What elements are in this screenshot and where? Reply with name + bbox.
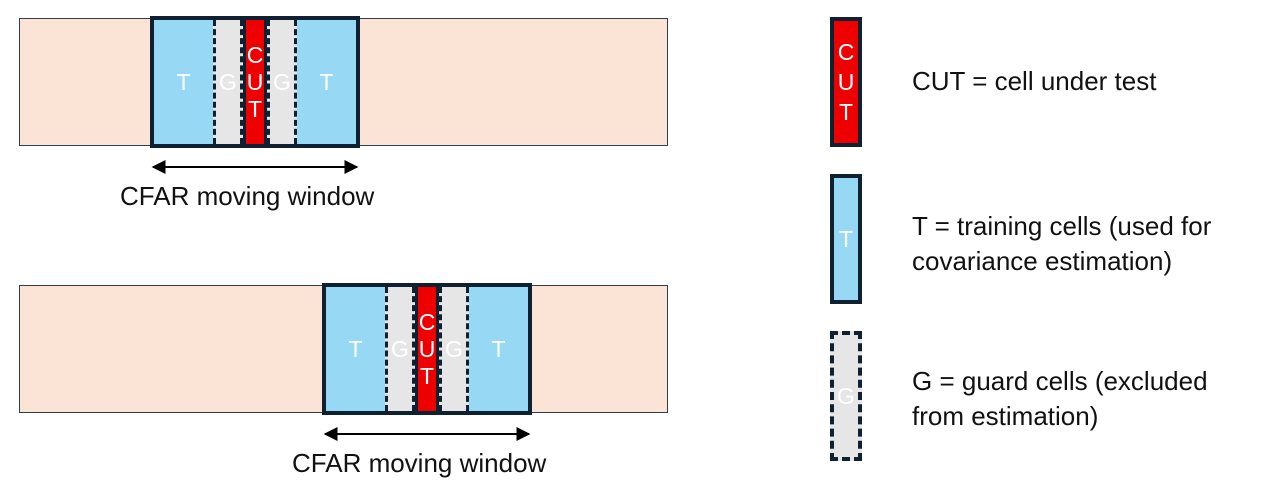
- guard-cell-label: G: [273, 68, 291, 95]
- training-cell-label: T: [176, 68, 191, 95]
- cut-letter-c: C: [418, 308, 436, 335]
- cut-letter-t: T: [419, 362, 435, 389]
- guard-cell-label: G: [391, 335, 409, 362]
- cut-letter-c: C: [246, 41, 264, 68]
- window-caption-bottom: CFAR moving window: [292, 448, 547, 478]
- legend-training-swatch: T: [830, 174, 862, 304]
- legend-cut-letter-t: T: [838, 99, 854, 125]
- legend-cut-swatch: C U T: [830, 17, 862, 147]
- guard-cell-right: G: [439, 287, 469, 411]
- legend-cut-line1: CUT = cell under test: [912, 66, 1157, 96]
- guard-cell-right: G: [267, 20, 297, 144]
- cut-letter-u: U: [418, 335, 436, 362]
- legend-training-description: T = training cells (used for covariance …: [912, 209, 1211, 279]
- legend-guard-line1: G = guard cells (excluded: [912, 366, 1208, 396]
- legend-cut-letter-c: C: [837, 39, 855, 65]
- training-cell-left: T: [326, 287, 385, 411]
- training-cell-right: T: [297, 20, 356, 144]
- training-cell-label: T: [319, 68, 334, 95]
- training-cell-right: T: [469, 287, 528, 411]
- cut-letter-t: T: [247, 95, 263, 122]
- window-caption-top: CFAR moving window: [120, 181, 375, 211]
- legend-guard-line2: from estimation): [912, 401, 1099, 431]
- legend-guard-swatch: G: [830, 331, 862, 461]
- legend-training-line2: covariance estimation): [912, 246, 1173, 276]
- cut-letter-u: U: [246, 68, 264, 95]
- guard-cell-left: G: [385, 287, 415, 411]
- training-cell-label: T: [348, 335, 363, 362]
- cell-under-test: C U T: [243, 20, 267, 144]
- cfar-window-bottom: T G C U T G T: [322, 283, 532, 415]
- legend-guard-description: G = guard cells (excluded from estimatio…: [912, 364, 1208, 434]
- guard-cell-left: G: [213, 20, 243, 144]
- legend-cut-letter-u: U: [837, 69, 855, 95]
- legend-cut-description: CUT = cell under test: [912, 64, 1156, 99]
- cfar-window-top: T G C U T G T: [150, 16, 360, 148]
- legend-training-line1: T = training cells (used for: [912, 211, 1212, 241]
- guard-cell-label: G: [445, 335, 463, 362]
- legend-training-symbol: T: [838, 225, 854, 252]
- cell-under-test: C U T: [415, 287, 439, 411]
- legend-guard-symbol: G: [837, 382, 855, 409]
- training-cell-label: T: [491, 335, 506, 362]
- training-cell-left: T: [154, 20, 213, 144]
- guard-cell-label: G: [219, 68, 237, 95]
